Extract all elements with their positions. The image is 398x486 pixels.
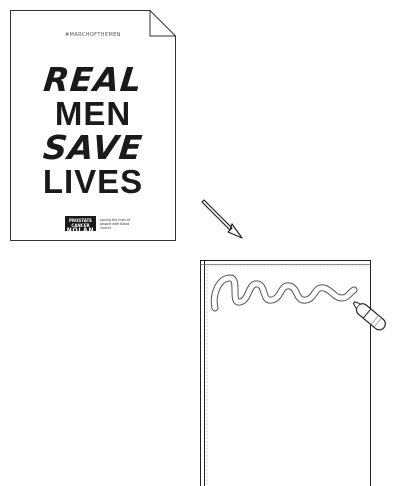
headline-line-3: SAVE [8, 131, 178, 165]
headline-line-2: MEN [10, 97, 176, 131]
poster-hashtag: #MARCHOFTHEMEN [10, 32, 176, 38]
headline-line-4: LIVES [10, 165, 176, 199]
whiteboard-panel [196, 256, 398, 486]
charity-logo: PROSTATE CANCER NOLAN [65, 216, 96, 231]
logo-tagline: saving the lives of people with blood ca… [100, 218, 140, 230]
diagonal-arrow-icon [198, 196, 246, 244]
logo-name: NOLAN [65, 228, 96, 233]
poster-document: #MARCHOFTHEMEN REAL MEN SAVE LIVES PROST… [10, 10, 176, 241]
headline-line-1: REAL [8, 63, 178, 97]
